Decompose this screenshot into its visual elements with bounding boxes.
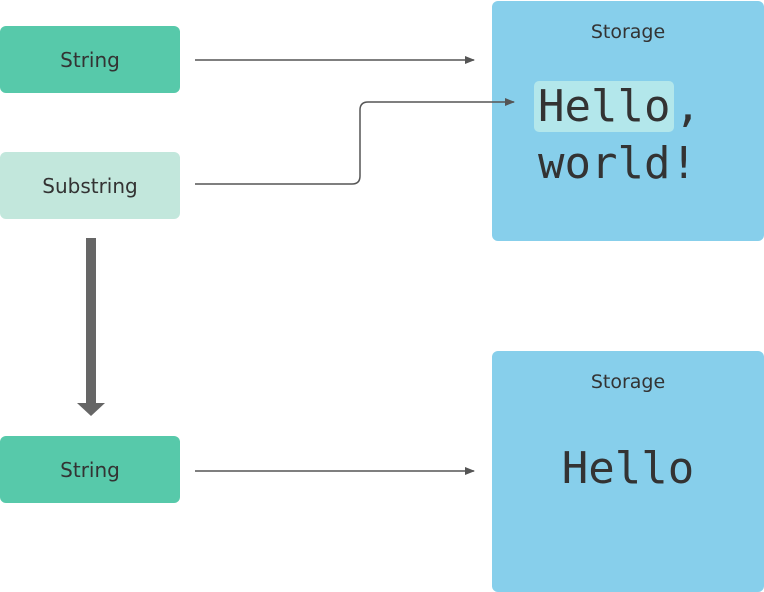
storage-top-comma: ,	[674, 81, 701, 132]
string-node-top-label: String	[60, 47, 120, 72]
substring-highlight: Hello	[534, 81, 675, 132]
substring-node: Substring	[0, 152, 180, 219]
storage-bottom-text: Hello	[561, 443, 695, 494]
string-node-bottom-label: String	[60, 457, 120, 482]
storage-bottom-title: Storage	[590, 371, 666, 393]
storage-box-top: Storage Hello, world!	[492, 1, 764, 241]
storage-top-title: Storage	[590, 21, 666, 43]
conversion-arrow-shaft	[86, 238, 96, 404]
substring-node-label: Substring	[42, 173, 138, 198]
string-node-top: String	[0, 26, 180, 93]
storage-top-line2: world!	[538, 138, 697, 189]
string-node-bottom: String	[0, 436, 180, 503]
storage-top-line1: Hello,	[534, 79, 701, 135]
conversion-arrow-head	[77, 403, 105, 416]
storage-box-bottom: Storage Hello	[492, 351, 764, 592]
arrow-substring-to-hello	[195, 98, 515, 185]
